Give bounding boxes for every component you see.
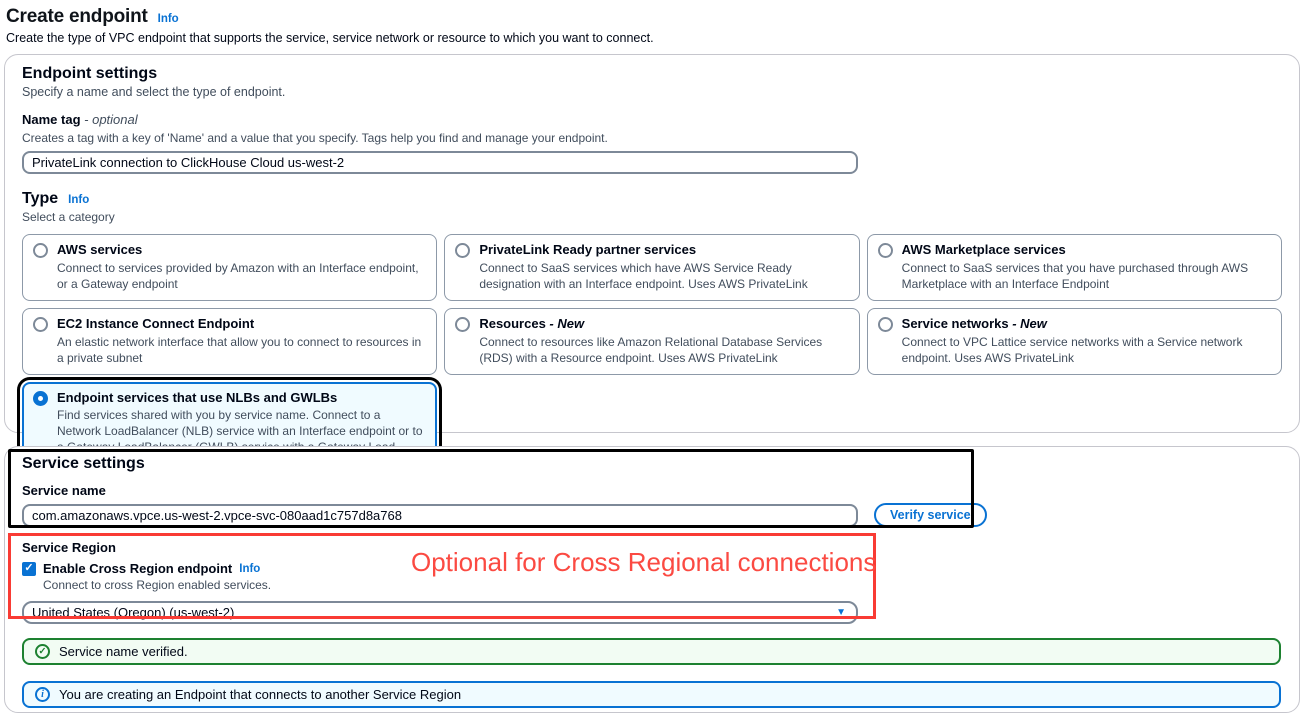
name-tag-help: Creates a tag with a key of 'Name' and a…	[22, 131, 608, 145]
type-option-label: AWS services	[57, 242, 143, 257]
service-settings-heading: Service settings	[22, 455, 145, 472]
type-option-new-badge: - New	[1008, 315, 1047, 331]
success-check-icon: ✓	[35, 644, 50, 659]
page-description: Create the type of VPC endpoint that sup…	[6, 31, 654, 45]
radio-unchecked-icon[interactable]	[33, 243, 48, 258]
success-banner-text: Service name verified.	[59, 644, 188, 659]
info-banner-text: You are creating an Endpoint that connec…	[59, 687, 462, 702]
type-option-label: Endpoint services that use NLBs and GWLB…	[57, 389, 338, 405]
page-header: Create endpoint Info Create the type of …	[0, 0, 1304, 45]
type-option-description: Connect to services provided by Amazon w…	[57, 260, 419, 291]
radio-unchecked-icon[interactable]	[877, 243, 893, 258]
type-option-description: Connect to SaaS services that you have p…	[901, 260, 1249, 291]
info-banner: i You are creating an Endpoint that conn…	[22, 681, 1281, 708]
service-name-input[interactable]: com.amazonaws.vpce.us-west-2.vpce-svc-08…	[22, 503, 858, 527]
type-option-service-networks[interactable]: Service networks - New Connect to VPC La…	[866, 307, 1282, 375]
cross-region-info-link[interactable]: Info	[239, 562, 261, 575]
endpoint-settings-card: Endpoint settings Specify a name and sel…	[4, 54, 1300, 486]
type-option-new-badge: - New	[545, 315, 585, 331]
info-circle-icon: i	[35, 687, 50, 702]
cross-region-checkbox[interactable]: ✓	[22, 561, 36, 576]
success-banner: ✓ Service name verified.	[22, 638, 1281, 665]
radio-unchecked-icon[interactable]	[455, 243, 471, 258]
type-option-description: Connect to VPC Lattice service networks …	[901, 334, 1243, 365]
page-title: Create endpoint	[6, 6, 148, 27]
name-tag-optional-suffix: - optional	[80, 112, 138, 127]
name-tag-input[interactable]: PrivateLink connection to ClickHouse Clo…	[22, 151, 858, 174]
type-option-privatelink-partner-services[interactable]: PrivateLink Ready partner services Conne…	[444, 234, 860, 301]
service-region-selected-value: United States (Oregon) (us-west-2)	[32, 605, 235, 620]
endpoint-settings-heading: Endpoint settings	[22, 65, 158, 82]
name-tag-label: Name tag	[22, 112, 81, 127]
radio-unchecked-icon[interactable]	[455, 316, 471, 332]
type-option-ec2-instance-connect[interactable]: EC2 Instance Connect Endpoint An elastic…	[22, 307, 438, 375]
type-option-label: EC2 Instance Connect Endpoint	[57, 315, 255, 331]
type-info-link[interactable]: Info	[68, 194, 90, 206]
cross-region-checkbox-label: Enable Cross Region endpoint	[43, 561, 233, 576]
radio-unchecked-icon[interactable]	[877, 316, 893, 332]
radio-checked-icon[interactable]	[33, 390, 48, 406]
service-region-label: Service Region	[22, 540, 116, 555]
type-option-description: An elastic network interface that allow …	[57, 334, 422, 365]
type-option-aws-marketplace-services[interactable]: AWS Marketplace services Connect to SaaS…	[866, 234, 1282, 301]
service-region-select[interactable]: United States (Oregon) (us-west-2) ▼	[22, 601, 858, 624]
type-option-label: Service networks	[901, 315, 1009, 331]
type-option-resources[interactable]: Resources - New Connect to resources lik…	[444, 307, 860, 375]
type-option-label: AWS Marketplace services	[901, 242, 1066, 257]
type-description: Select a category	[22, 210, 115, 224]
type-heading: Type	[22, 190, 59, 207]
type-option-label: Resources	[479, 315, 546, 331]
service-settings-card: Optional for Cross Regional connections …	[4, 446, 1300, 713]
type-option-description: Connect to resources like Amazon Relatio…	[479, 334, 823, 365]
radio-unchecked-icon[interactable]	[33, 316, 48, 332]
verify-service-button[interactable]: Verify service	[874, 503, 987, 527]
type-option-description: Connect to SaaS services which have AWS …	[479, 260, 808, 291]
type-option-label: PrivateLink Ready partner services	[479, 242, 697, 257]
chevron-down-icon[interactable]: ▼	[836, 607, 846, 618]
page-info-link[interactable]: Info	[157, 13, 179, 25]
cross-region-help: Connect to cross Region enabled services…	[43, 578, 272, 592]
type-option-aws-services[interactable]: AWS services Connect to services provide…	[22, 234, 438, 301]
type-options-grid: AWS services Connect to services provide…	[16, 234, 1282, 486]
service-name-label: Service name	[22, 483, 106, 498]
endpoint-settings-description: Specify a name and select the type of en…	[22, 85, 286, 99]
